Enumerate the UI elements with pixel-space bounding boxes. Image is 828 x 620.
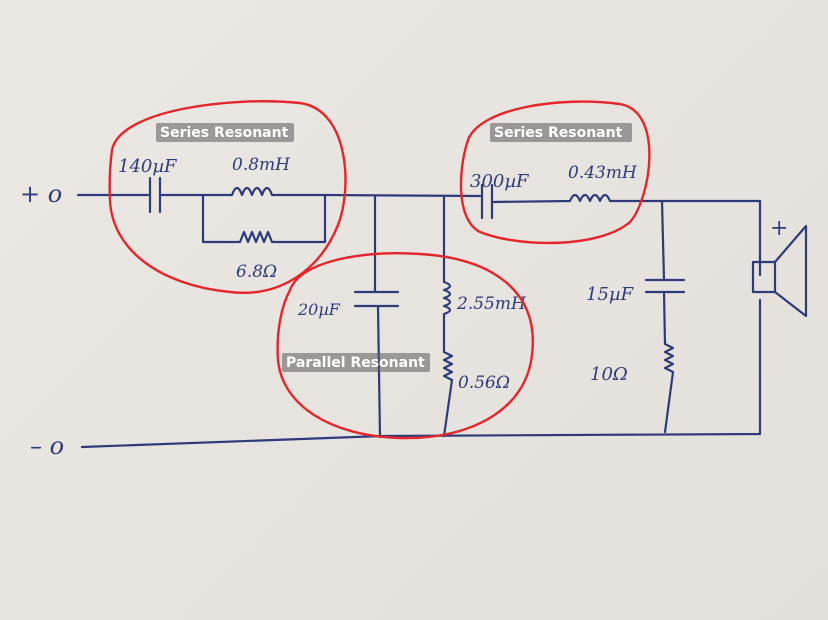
series-resonant-ring-2 [459,100,651,245]
c1-label: 140µF [118,156,178,177]
series-resonant-ring-1 [108,100,347,294]
l3-label: 2.55mH [456,294,527,314]
parallel-resonant-label: Parallel Resonant [286,355,425,371]
r3-label: 0.56Ω [458,373,510,393]
l1-label: 0.8mH [232,155,291,175]
parallel-resonant-label-bg [282,353,430,372]
c4-r4-branch-wire [644,199,686,434]
l3-r3-branch-wire [442,195,454,438]
top-wire-b [323,193,482,198]
series-resonant-label-2-bg [490,123,632,142]
bottom-wire [80,298,762,449]
speaker-icon [751,224,808,318]
negative-terminal: – o [30,432,64,460]
parallel-resonant-ring [276,252,535,440]
series-resonant-label-2: Series Resonant [494,125,623,141]
l2-label: 0.43mH [568,163,638,183]
r4-label: 10Ω [590,364,628,385]
c4-label: 15µF [586,284,635,305]
c2-label: 300µF [470,171,530,192]
l2-inductor-symbol [490,193,762,204]
series-resonant-label-1-bg [156,123,294,142]
r1-label: 6.8Ω [236,262,277,282]
c3-branch-wire [353,194,400,439]
c1-capacitor-symbol [148,176,162,214]
series-resonant-label-1: Series Resonant [160,125,289,141]
r1-branch-wire [201,193,327,244]
l1-inductor-symbol [201,186,327,197]
positive-terminal: + o [20,180,62,208]
speaker-polarity-label: + [770,216,788,241]
c3-label: 20µF [297,300,341,319]
